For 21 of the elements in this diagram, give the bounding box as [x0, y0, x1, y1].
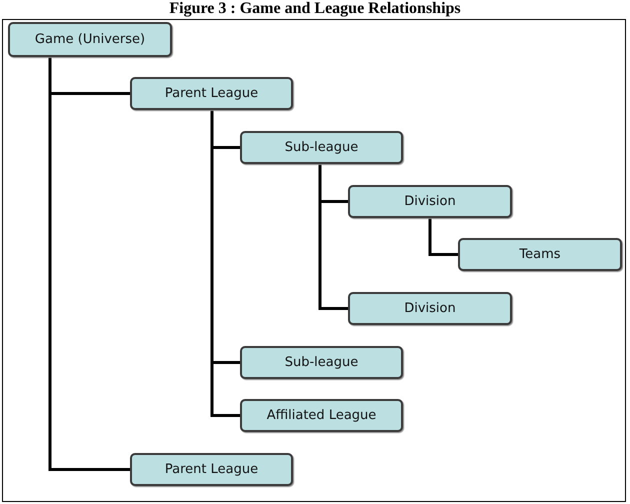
node-label: Affiliated League	[266, 408, 376, 423]
node-label: Division	[404, 301, 456, 316]
node-label: Sub-league	[284, 355, 358, 370]
tree-node-box	[240, 131, 403, 164]
tree-node-box	[240, 346, 403, 379]
node-label: Sub-league	[284, 140, 358, 155]
connector-line	[428, 218, 458, 256]
node-label: Division	[404, 194, 456, 209]
tree-node-box	[348, 292, 512, 325]
node-label: Teams	[519, 247, 561, 262]
tree-node-box	[240, 399, 403, 432]
tree-node-box	[458, 238, 622, 271]
figure-title: Figure 3 : Game and League Relationships	[168, 0, 462, 18]
tree-node-box	[348, 185, 512, 218]
tree-node-box	[130, 453, 293, 486]
tree-node-box	[8, 22, 172, 57]
connector-line	[210, 110, 240, 417]
node-label: Game (Universe)	[34, 32, 146, 47]
node-label: Parent League	[164, 86, 258, 101]
tree-node-box	[130, 77, 293, 110]
node-label: Parent League	[164, 462, 258, 477]
